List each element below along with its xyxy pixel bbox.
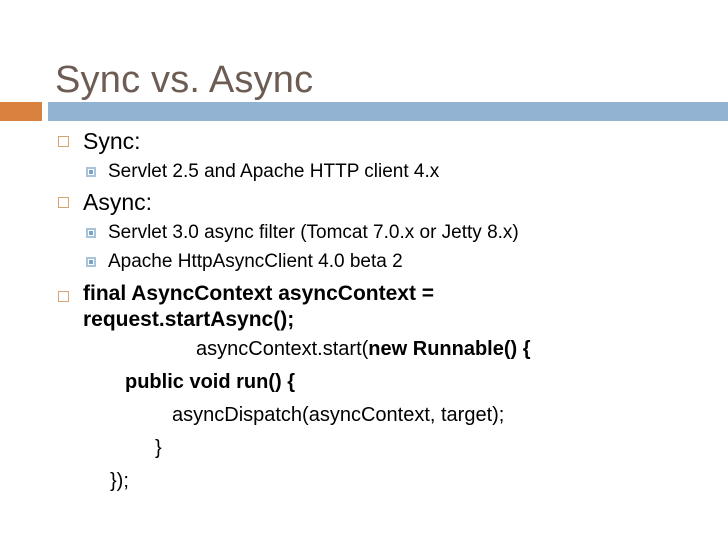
code-declaration-label: final AsyncContext asyncContext = reques… (83, 282, 435, 331)
list-item: Sync: (0, 126, 728, 157)
code-line-run: public void run() { (125, 371, 295, 393)
code-line-dispatch: asyncDispatch(asyncContext, target); (172, 404, 505, 426)
code-text-regular: asyncContext.start( (196, 338, 369, 360)
code-line-close-call: }); (110, 470, 129, 492)
list-item: Async: (0, 187, 728, 218)
code-text-bold: new Runnable() { (368, 338, 531, 360)
accent-block (0, 102, 42, 121)
bullet-square-icon (86, 167, 96, 177)
list-item: final AsyncContext asyncContext = reques… (0, 281, 728, 333)
page-title: Sync vs. Async (55, 59, 314, 102)
list-item-label: Servlet 3.0 async filter (Tomcat 7.0.x o… (108, 222, 519, 243)
list-item: Apache HttpAsyncClient 4.0 beta 2 (0, 248, 728, 276)
title-divider (0, 102, 728, 121)
bullet-square-icon (86, 257, 96, 267)
list-item: Servlet 3.0 async filter (Tomcat 7.0.x o… (0, 219, 728, 247)
code-line-start: asyncContext.start(new Runnable() { (0, 333, 728, 366)
bullet-square-icon (58, 197, 69, 208)
bullet-square-icon (86, 228, 96, 238)
list-item: Servlet 2.5 and Apache HTTP client 4.x (0, 158, 728, 186)
slide-body: Sync: Servlet 2.5 and Apache HTTP client… (0, 126, 728, 498)
rule-bar (48, 102, 728, 121)
list-item-label: Servlet 2.5 and Apache HTTP client 4.x (108, 161, 440, 182)
code-line-close-brace: } (155, 437, 162, 459)
list-item-label: Sync: (83, 128, 141, 154)
list-item-label: Async: (83, 189, 153, 215)
list-item-label: Apache HttpAsyncClient 4.0 beta 2 (108, 251, 403, 272)
bullet-square-icon (58, 136, 69, 147)
bullet-square-icon (58, 291, 69, 302)
